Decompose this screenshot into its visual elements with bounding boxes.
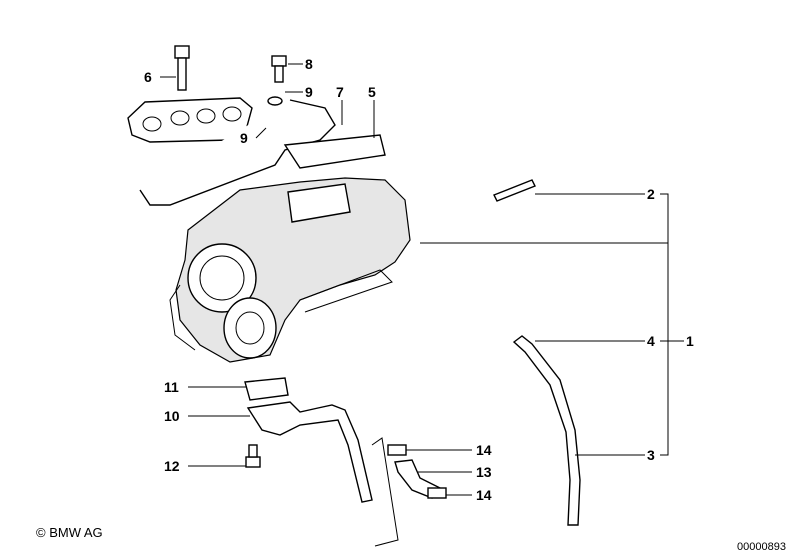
callout-2: 2: [647, 186, 655, 202]
callout-9: 9: [240, 130, 248, 146]
bolt-part-12[interactable]: [245, 444, 261, 468]
hose-clamp-part-14[interactable]: [387, 444, 407, 456]
oil-line-part-4[interactable]: [512, 335, 581, 526]
callout-12: 12: [164, 458, 180, 474]
callout-11: 11: [164, 379, 179, 395]
callout-4: 4: [647, 333, 655, 349]
hose-clamp-part-14[interactable]: [427, 487, 447, 499]
turbocharger-part[interactable]: [169, 177, 411, 363]
banjo-bolt-part-8[interactable]: [271, 55, 287, 83]
bolt-part-6[interactable]: [174, 45, 190, 91]
gasket-part-5[interactable]: [283, 134, 386, 169]
callout-3: 3: [647, 447, 655, 463]
callout-14: 14: [476, 487, 492, 503]
copyright-label: © BMW AG: [36, 525, 103, 540]
callout-5: 5: [368, 84, 376, 100]
callout-10: 10: [164, 408, 180, 424]
callout-6: 6: [144, 69, 152, 85]
callout-13: 13: [476, 464, 492, 480]
oil-feed-line-part-7[interactable]: [139, 99, 336, 206]
oil-return-pipe-part-10[interactable]: [246, 401, 373, 503]
callout-8: 8: [305, 56, 313, 72]
washer-part-9[interactable]: [267, 96, 283, 106]
gasket-part-11[interactable]: [244, 377, 289, 401]
leader-lines: [160, 63, 684, 496]
callout-14: 14: [476, 442, 492, 458]
stud-part-2[interactable]: [493, 179, 536, 202]
callout-7: 7: [336, 84, 344, 100]
callout-9: 9: [305, 84, 313, 100]
callout-1: 1: [686, 333, 694, 349]
diagram-id: 00000893: [737, 541, 786, 553]
